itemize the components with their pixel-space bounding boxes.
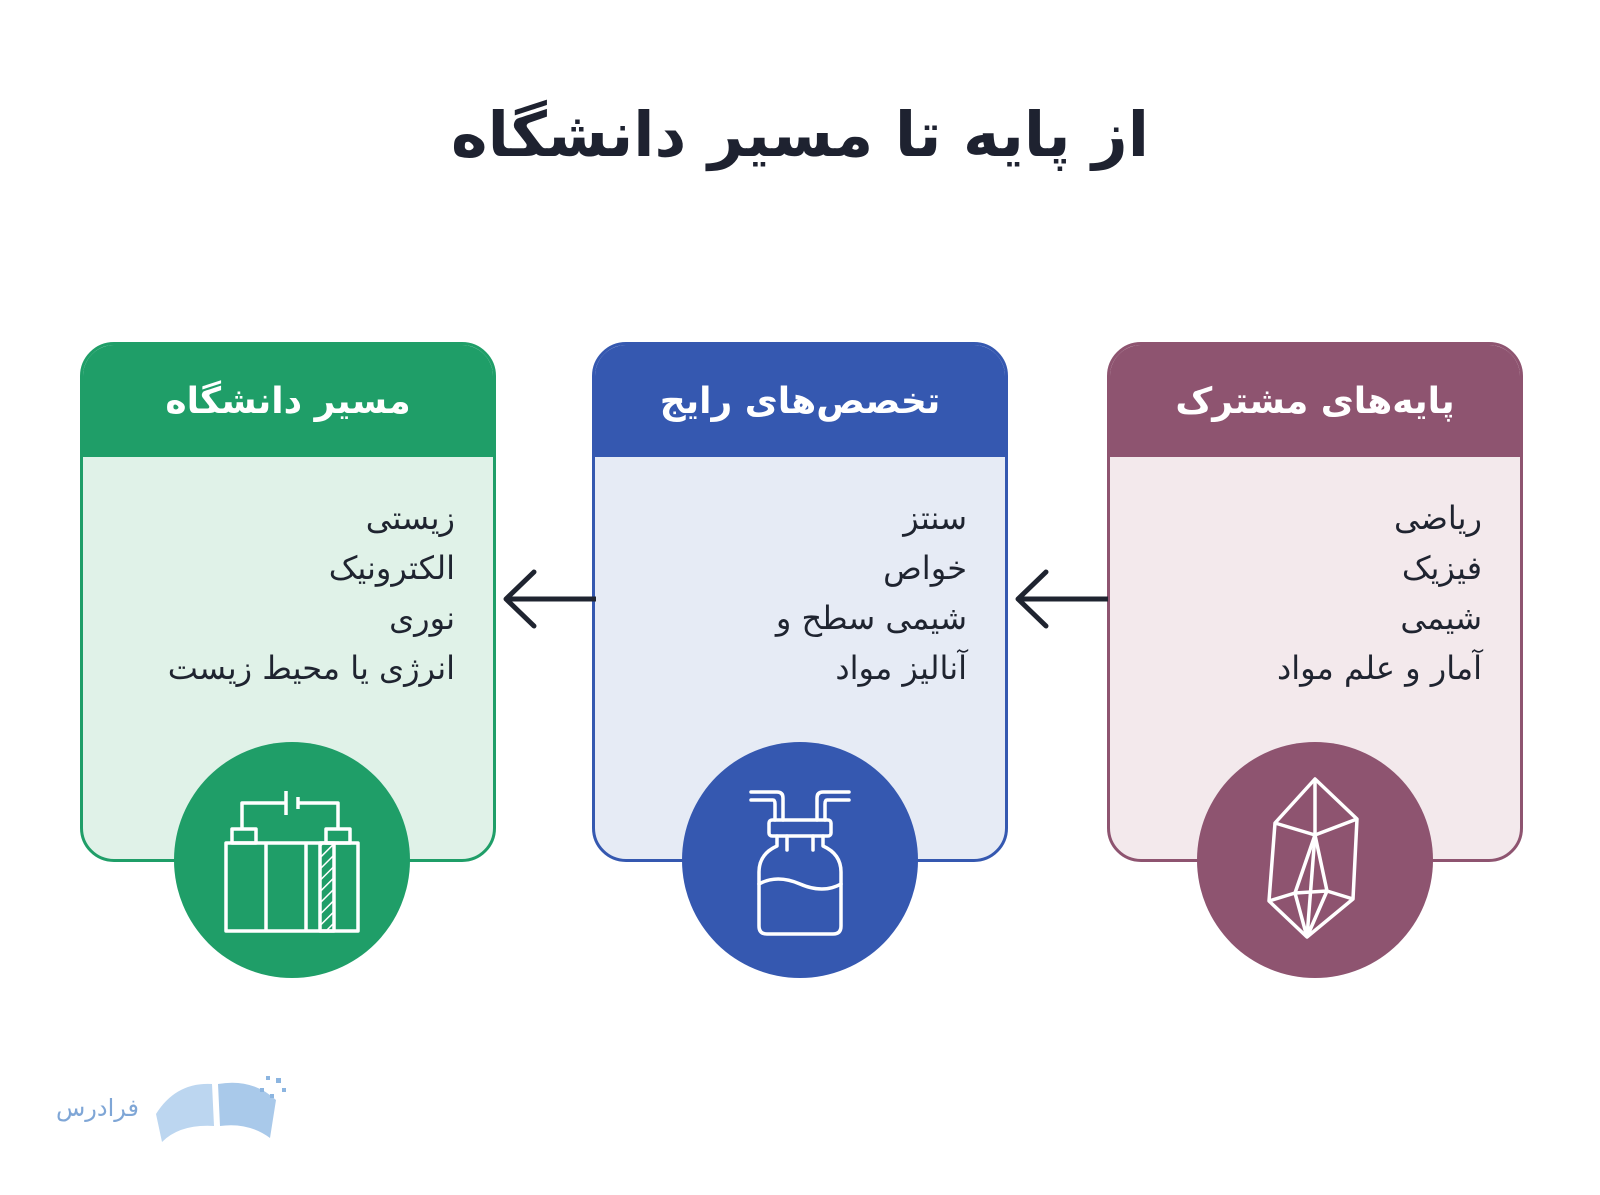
list-item: آمار و علم مواد [1277, 649, 1482, 687]
arrow-left-icon [1015, 569, 1108, 629]
bottle-icon [749, 790, 851, 936]
list-item: آنالیز مواد [835, 649, 967, 687]
list-item: انرژی یا محیط زیست [167, 649, 455, 687]
list-item: زیستی [365, 499, 455, 537]
list-item: الکترونیک [328, 549, 455, 587]
list-item: شیمی سطح و [775, 599, 967, 637]
badge-university [174, 742, 410, 978]
battery-icon [224, 791, 360, 933]
list-item: سنتز [903, 499, 967, 537]
card-header-majors: تخصص‌های رایج [595, 345, 1005, 457]
list-item: فیزیک [1401, 549, 1482, 587]
list-item: نوری [389, 599, 455, 637]
crystal-icon [1267, 777, 1359, 939]
badge-basics [1197, 742, 1433, 978]
list-item: ریاضی [1394, 499, 1482, 537]
list-item: شیمی [1400, 599, 1482, 637]
card-list-basics: ریاضی فیزیک شیمی آمار و علم مواد [1130, 493, 1482, 693]
book-icon [156, 1076, 286, 1142]
logo-text: فرادرس [56, 1094, 139, 1122]
badge-majors [682, 742, 918, 978]
card-list-majors: سنتز خواص شیمی سطح و آنالیز مواد [615, 493, 967, 693]
list-item: خواص [883, 549, 967, 587]
page-title: از پایه تا مسیر دانشگاه [450, 98, 1149, 171]
arrow-left-icon [503, 569, 596, 629]
card-header-university: مسیر دانشگاه [83, 345, 493, 457]
card-list-university: زیستی الکترونیک نوری انرژی یا محیط زیست [103, 493, 455, 693]
card-header-basics: پایه‌های مشترک [1110, 345, 1520, 457]
